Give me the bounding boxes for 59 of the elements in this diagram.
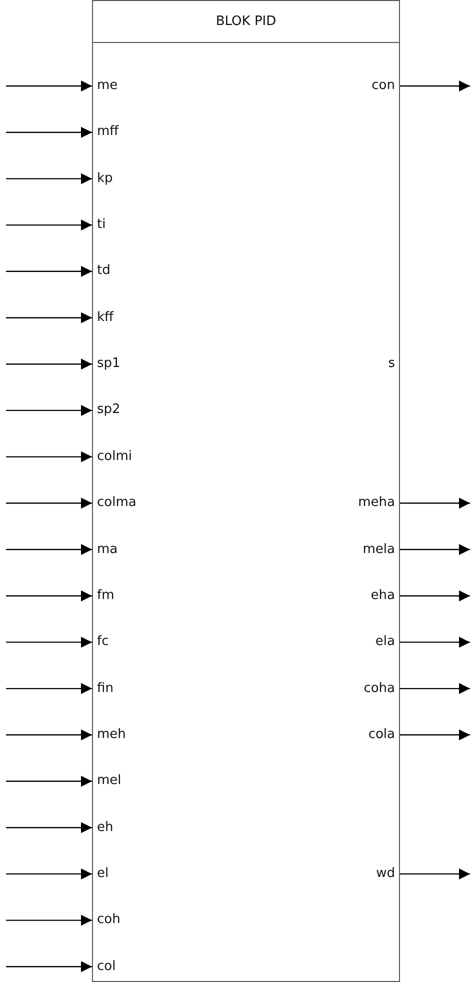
arrow [6, 126, 92, 138]
input-pin-label: ma [93, 540, 118, 560]
arrow [400, 729, 470, 740]
output-pin-label: ela [375, 632, 399, 652]
arrow [6, 498, 92, 509]
arrow [400, 683, 470, 694]
arrow [6, 544, 92, 555]
input-pin-label: eh [93, 818, 114, 838]
arrow [6, 173, 92, 184]
output-pin-label: meha [358, 493, 399, 514]
input-pin-label: colmi [93, 446, 132, 467]
input-pin-label: meh [93, 724, 126, 745]
input-pin-label: kp [93, 168, 113, 189]
input-pin-label: fc [93, 632, 109, 652]
arrow [400, 544, 470, 555]
output-pin-label: s [388, 354, 399, 374]
arrow [6, 80, 92, 92]
input-pin-label: mel [93, 771, 122, 792]
arrow [400, 498, 470, 509]
arrow [400, 636, 470, 648]
input-pin-label: coh [93, 910, 120, 930]
output-pin-label: wd [376, 864, 399, 884]
input-pin-label: el [93, 864, 109, 884]
arrow [6, 312, 92, 324]
input-pin-label: colma [93, 493, 136, 514]
input-pin-label: fm [93, 586, 114, 606]
arrow [6, 358, 92, 370]
input-pin-label: mff [93, 122, 119, 142]
output-pin-label: cola [368, 724, 399, 745]
arrow [6, 868, 92, 880]
arrow [6, 729, 92, 740]
arrow [400, 868, 470, 880]
arrow [6, 961, 92, 972]
arrow [6, 914, 92, 926]
arrow [6, 451, 92, 462]
arrow [6, 266, 92, 277]
arrow [6, 220, 92, 231]
block-title: BLOK PID [93, 1, 399, 43]
arrow [6, 776, 92, 787]
arrow [6, 404, 92, 416]
output-pin-label: con [372, 76, 399, 96]
arrow [400, 590, 470, 602]
output-pin-label: mela [362, 540, 399, 560]
output-pin-label: coha [364, 678, 399, 699]
arrow [6, 636, 92, 648]
arrow [6, 822, 92, 834]
input-pin-label: ti [93, 215, 106, 236]
input-pin-label: td [93, 261, 110, 282]
input-pin-label: sp2 [93, 400, 120, 420]
input-pin-label: fin [93, 678, 114, 699]
input-pin-label: col [93, 956, 116, 977]
output-pin-label: eha [370, 586, 399, 606]
input-pin-label: me [93, 76, 118, 96]
input-pin-label: sp1 [93, 354, 120, 374]
function-block [92, 0, 400, 982]
arrow [400, 80, 470, 92]
arrow [6, 683, 92, 694]
arrow [6, 590, 92, 602]
input-pin-label: kff [93, 308, 114, 328]
